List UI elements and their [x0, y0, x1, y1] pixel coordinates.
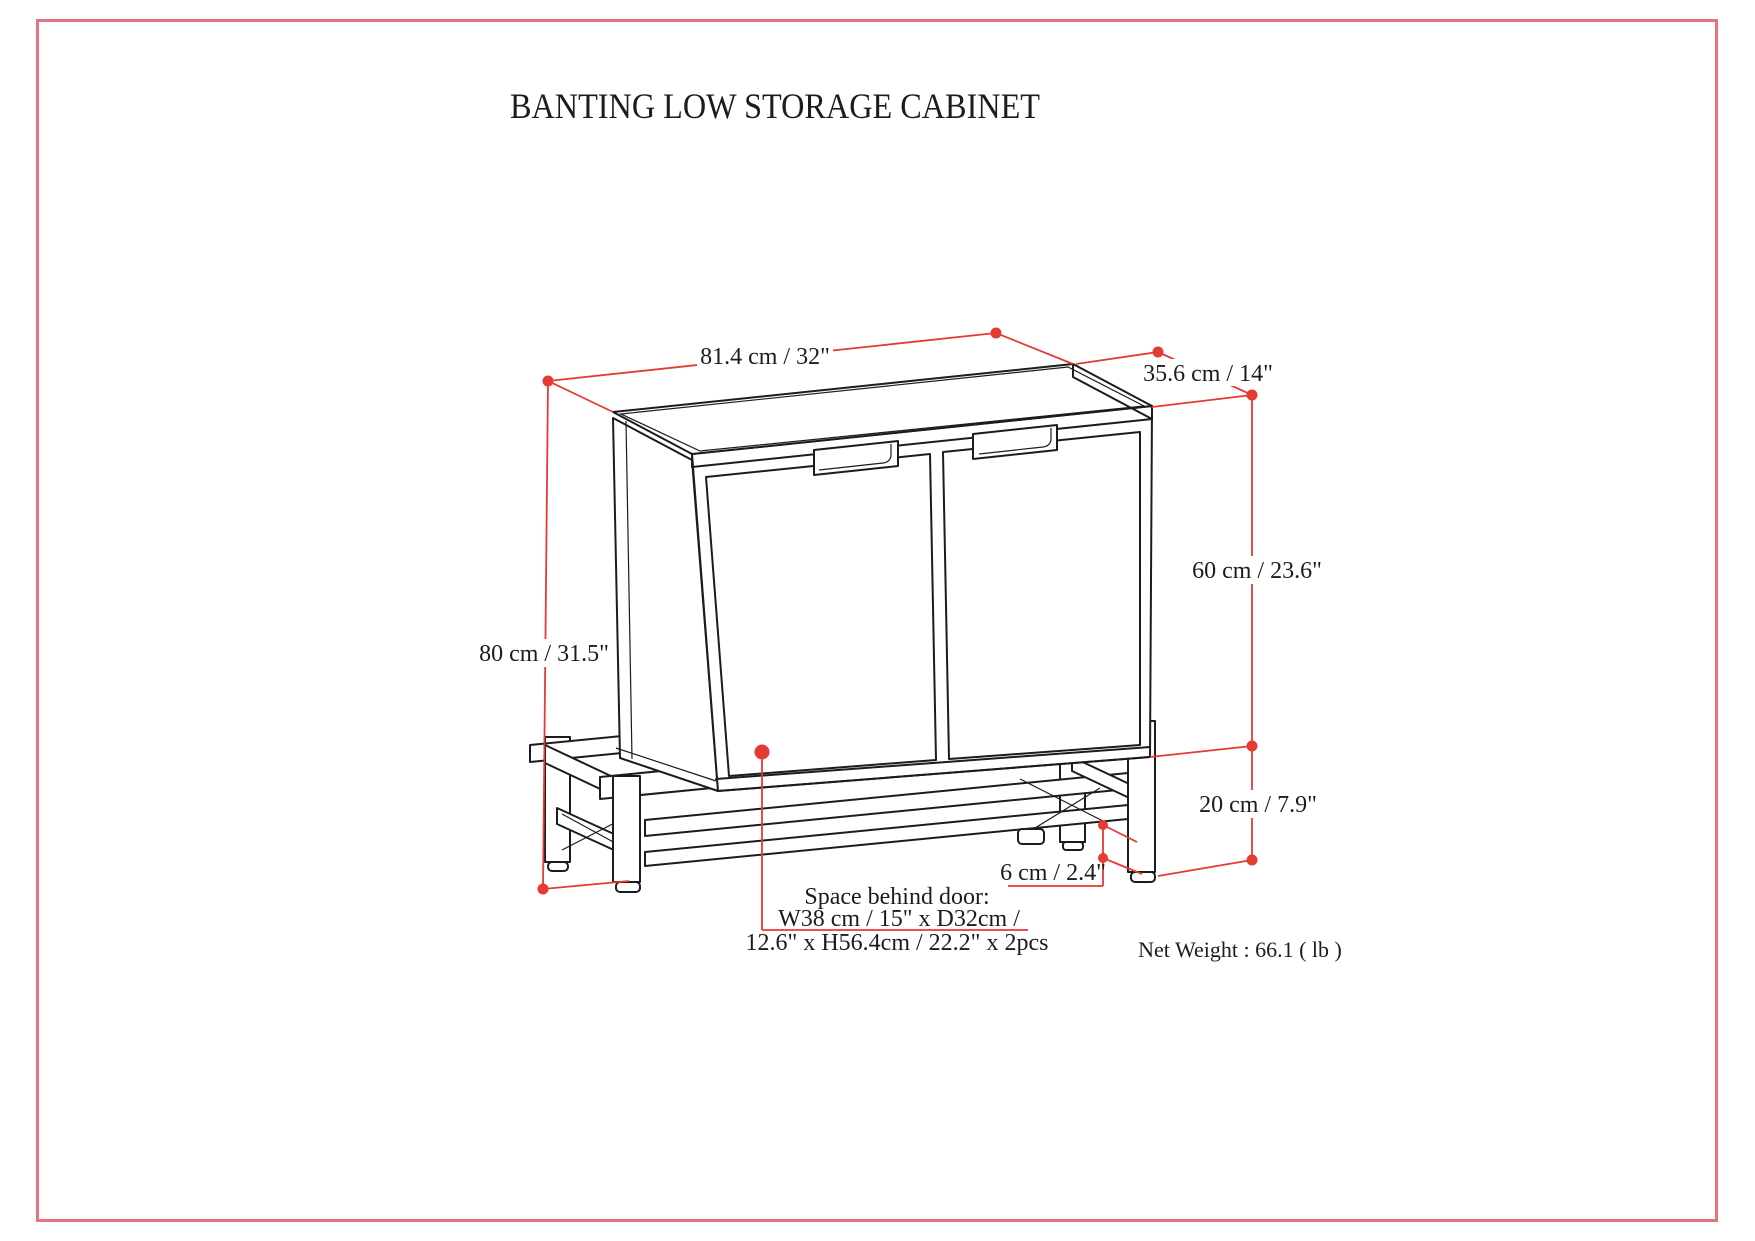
- labels: BANTING LOW STORAGE CABINET 81.4 cm / 32…: [479, 86, 1342, 962]
- dim-label-overall-height: 80 cm / 31.5": [479, 641, 609, 667]
- page-title: BANTING LOW STORAGE CABINET: [510, 86, 1040, 126]
- net-weight-label: Net Weight : 66.1 ( lb ): [1138, 937, 1342, 962]
- note-space-line3: 12.6" x H56.4cm / 22.2" x 2pcs: [746, 930, 1049, 956]
- dim-label-top-width: 81.4 cm / 32": [700, 344, 830, 370]
- dim-label-cabinet-height: 60 cm / 23.6": [1192, 558, 1322, 584]
- cabinet-top-inset-line: [618, 366, 1147, 452]
- dim-label-base-height: 20 cm / 7.9": [1199, 792, 1317, 818]
- base-foot-front-right: [1130, 871, 1156, 883]
- cabinet-side-bottom-band: [615, 747, 717, 782]
- door-right: [942, 431, 1141, 760]
- dim-dot: [1152, 346, 1164, 358]
- cabinet-bottom-band: [715, 746, 1151, 792]
- dim-dot: [990, 327, 1002, 339]
- base-leg-front-left: [612, 775, 641, 883]
- leader-dot: [754, 744, 770, 760]
- dim-label-foot-height: 6 cm / 2.4": [1000, 860, 1106, 886]
- dim-dot: [1246, 389, 1258, 401]
- leader-line-space-note: [761, 752, 1028, 931]
- dim-dot: [1098, 820, 1108, 830]
- dimension-annotations: [537, 327, 1258, 931]
- base-foot-back-left: [547, 861, 569, 872]
- door-left: [705, 453, 937, 777]
- handle-notch-right: [972, 424, 1058, 460]
- cabinet-top-band: [691, 363, 1153, 468]
- dim-dot: [1246, 740, 1258, 752]
- note-space-line1: Space behind door:: [804, 884, 989, 910]
- dim-dot: [537, 883, 549, 895]
- note-space-line2: W38 cm / 15" x D32cm /: [778, 906, 1020, 932]
- dimension-line-overall-height: [542, 380, 630, 890]
- dim-dot: [1098, 853, 1108, 863]
- cabinet-side-inner-edge: [625, 420, 633, 760]
- base-foot-back-right: [1062, 841, 1084, 851]
- dimension-line-foot-height: [1008, 824, 1143, 887]
- handle-notch-left: [813, 440, 899, 476]
- base-foot-front-left: [615, 881, 641, 893]
- dim-dot: [1246, 854, 1258, 866]
- dim-label-depth: 35.6 cm / 14": [1143, 361, 1273, 387]
- cabinet-body: [612, 363, 1153, 792]
- dim-dot: [542, 375, 554, 387]
- base-center-foot: [1017, 828, 1045, 845]
